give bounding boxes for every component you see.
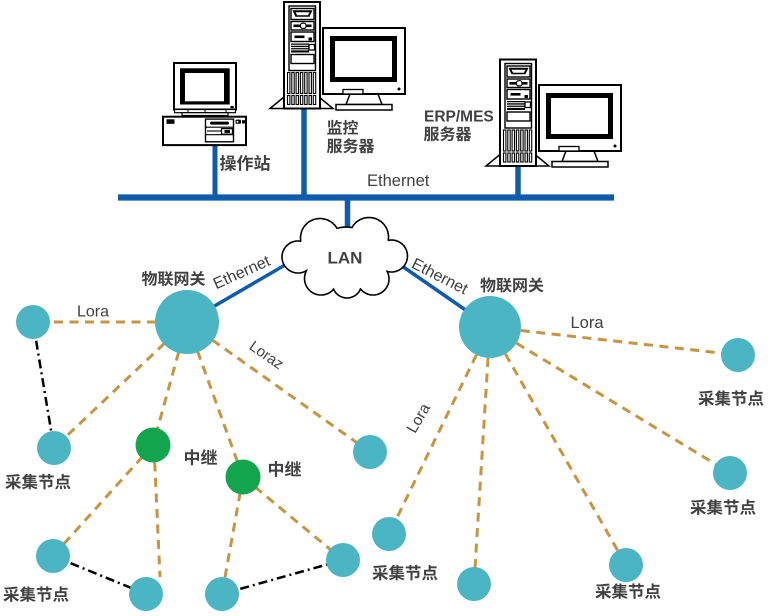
svg-text:ERP/MES: ERP/MES (424, 109, 494, 126)
svg-text:Ethernet: Ethernet (367, 172, 430, 190)
svg-text:Lora: Lora (77, 304, 109, 321)
svg-text:LAN: LAN (328, 249, 363, 268)
svg-text:Lora: Lora (571, 314, 605, 332)
